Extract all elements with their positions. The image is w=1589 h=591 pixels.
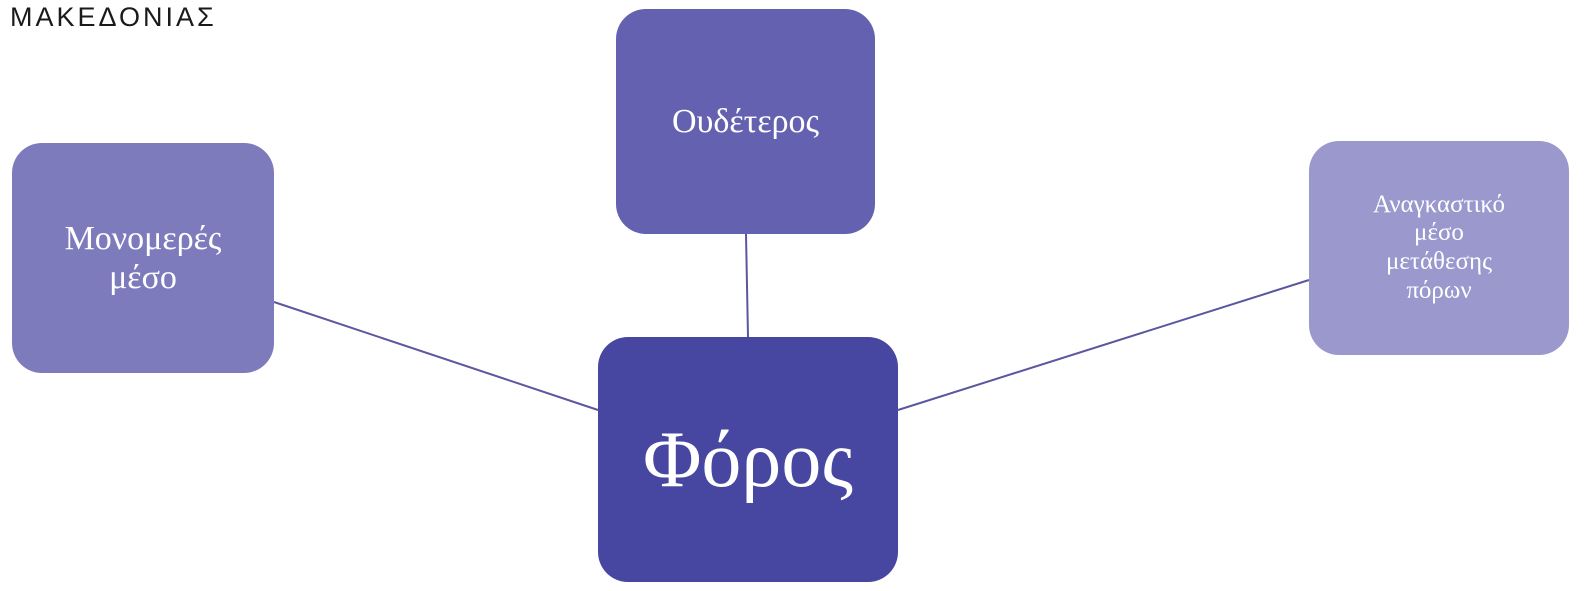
connector-center-top [745,233,749,338]
logo-text: ΜΑΚΕΔΟΝΙΑΣ [10,2,217,32]
node-anagkastiko-meso-label: Αναγκαστικό μέσο μετάθεσης πόρων [1373,190,1505,304]
node-foros: Φόρος [598,337,898,582]
node-monomeres-meso: Μονομερές μέσο [12,143,274,373]
node-monomeres-meso-label: Μονομερές μέσο [64,219,222,296]
node-oudeteros: Ουδέτερος [616,9,875,234]
node-anagkastiko-meso: Αναγκαστικό μέσο μετάθεσης πόρων [1309,141,1569,355]
node-oudeteros-label: Ουδέτερος [671,102,820,140]
connector-center-right [897,279,1310,411]
connector-center-left [273,301,599,411]
node-foros-label: Φόρος [642,415,854,504]
